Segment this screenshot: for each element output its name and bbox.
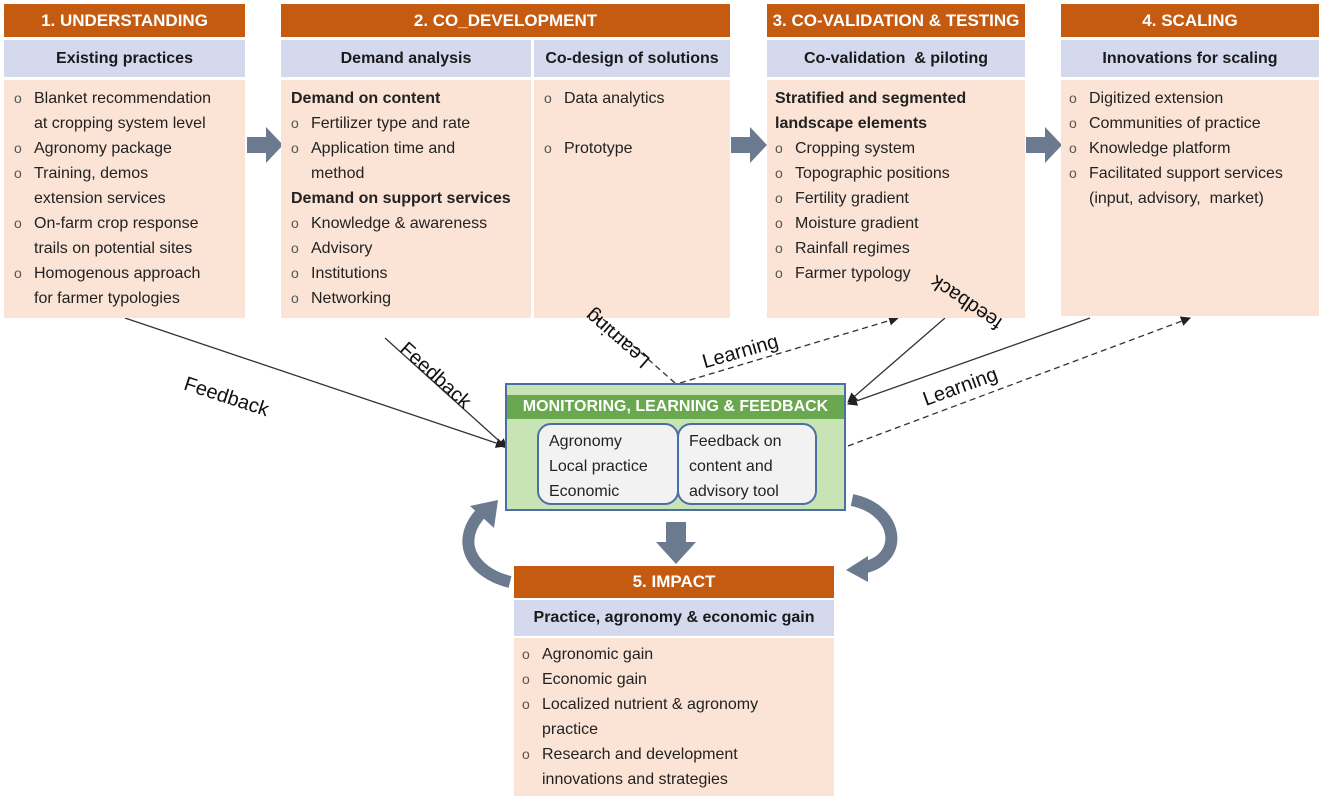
demand-content-list: Fertilizer type and rate Application tim… — [291, 111, 531, 186]
feedback-line-understanding — [124, 317, 506, 448]
understanding-title: 1. UNDERSTANDING — [41, 10, 208, 30]
demand-analysis-subtitle: Demand analysis — [340, 49, 472, 67]
impact-title: 5. IMPACT — [632, 572, 716, 591]
impact-list: Agronomic gain Economic gain Localized n… — [522, 642, 834, 792]
demand-support-list: Knowledge & awareness Advisory Instituti… — [291, 211, 531, 311]
monitoring-left-box: Agronomy Local practice Economic — [537, 423, 679, 505]
codesign-subheader: Co-design of solutions — [534, 40, 730, 77]
list-item: Communities of practice — [1069, 111, 1319, 136]
covalidation-panel: Stratified and segmented landscape eleme… — [767, 80, 1025, 318]
right-arrow-3 — [1026, 127, 1062, 163]
monitoring-left-line-1: Agronomy — [549, 433, 622, 450]
demand-analysis-subheader: Demand analysis — [281, 40, 531, 77]
covalidation-header: 3. CO-VALIDATION & TESTING — [767, 4, 1025, 37]
monitoring-right-box: Feedback on content and advisory tool — [677, 423, 817, 505]
list-item: Agronomic gain — [522, 642, 834, 667]
list-item: Moisture gradient — [775, 211, 1025, 236]
feedback-line-codevelopment — [384, 337, 508, 449]
understanding-subtitle: Existing practices — [56, 49, 193, 67]
list-item: Agronomy package — [14, 136, 245, 161]
list-item: Fertility gradient — [775, 186, 1025, 211]
covalidation-list: Cropping system Topographic positions Fe… — [775, 136, 1025, 286]
covalidation-title: 3. CO-VALIDATION & TESTING — [772, 10, 1020, 30]
right-arrow-1 — [247, 127, 283, 163]
scaling-subheader: Innovations for scaling — [1061, 40, 1319, 77]
list-item: Knowledge & awareness — [291, 211, 531, 236]
down-arrow — [656, 522, 696, 564]
scaling-list: Digitized extension Communities of pract… — [1069, 86, 1319, 211]
list-item: Facilitated support services(input, advi… — [1069, 161, 1319, 211]
feedback-line-covalidation — [847, 317, 946, 403]
list-item: Rainfall regimes — [775, 236, 1025, 261]
learning-line-codesign — [594, 311, 676, 384]
list-item: Cropping system — [775, 136, 1025, 161]
curved-arrow-right-head — [846, 556, 868, 582]
list-item: Topographic positions — [775, 161, 1025, 186]
covalidation-heading-line1: Stratified and segmented — [775, 90, 967, 107]
list-item: Institutions — [291, 261, 531, 286]
monitoring-left-line-3: Economic — [549, 483, 620, 500]
list-item: Fertilizer type and rate — [291, 111, 531, 136]
list-item: Farmer typology — [775, 261, 1025, 286]
understanding-header: 1. UNDERSTANDING — [4, 4, 245, 37]
monitoring-title: MONITORING, LEARNING & FEEDBACK — [522, 398, 829, 415]
impact-subheader: Practice, agronomy & economic gain — [514, 600, 834, 636]
monitoring-block: MONITORING, LEARNING & FEEDBACK Agronomy… — [505, 383, 846, 511]
codesign-list: Data analytics Prototype — [544, 86, 730, 161]
list-item: Economic gain — [522, 667, 834, 692]
curved-arrow-left — [462, 507, 512, 588]
right-arrow-2 — [731, 127, 767, 163]
impact-subtitle: Practice, agronomy & economic gain — [533, 609, 815, 626]
monitoring-right-line-3: advisory tool — [689, 483, 779, 500]
list-item: Knowledge platform — [1069, 136, 1319, 161]
scaling-title: 4. SCALING — [1142, 10, 1238, 30]
codesign-subtitle: Co-design of solutions — [545, 49, 719, 67]
curved-arrow-right — [850, 494, 898, 574]
list-item: Data analytics — [544, 86, 730, 111]
list-item: Networking — [291, 286, 531, 311]
learning-line-covalidation — [679, 315, 899, 384]
monitoring-header: MONITORING, LEARNING & FEEDBACK — [507, 395, 844, 419]
monitoring-right-line-1: Feedback on — [689, 433, 782, 450]
demand-content-heading: Demand on content — [291, 90, 441, 107]
feedback-line-scaling — [847, 317, 1091, 406]
codevelopment-title: 2. CO_DEVELOPMENT — [413, 10, 598, 30]
curved-arrow-left-head — [470, 500, 498, 528]
scaling-panel: Digitized extension Communities of pract… — [1061, 80, 1319, 316]
codesign-panel: Data analytics Prototype — [534, 80, 730, 318]
covalidation-subtitle: Co-validation & piloting — [804, 49, 988, 67]
covalidation-heading-line2: landscape elements — [775, 115, 928, 132]
scaling-subtitle: Innovations for scaling — [1102, 49, 1278, 67]
list-item: Digitized extension — [1069, 86, 1319, 111]
demand-support-heading: Demand on support services — [291, 190, 511, 207]
scaling-header: 4. SCALING — [1061, 4, 1319, 37]
list-item: Prototype — [544, 136, 730, 161]
monitoring-right-line-2: content and — [689, 458, 773, 475]
covalidation-subheader: Co-validation & piloting — [767, 40, 1025, 77]
codevelopment-header: 2. CO_DEVELOPMENT — [281, 4, 730, 37]
monitoring-left-line-2: Local practice — [549, 458, 648, 475]
understanding-subheader: Existing practices — [4, 40, 245, 77]
learning-line-scaling — [847, 316, 1191, 447]
impact-header: 5. IMPACT — [514, 566, 834, 598]
list-item: Advisory — [291, 236, 531, 261]
demand-analysis-panel: Demand on content Fertilizer type and ra… — [281, 80, 531, 318]
impact-panel: Agronomic gain Economic gain Localized n… — [514, 638, 834, 796]
